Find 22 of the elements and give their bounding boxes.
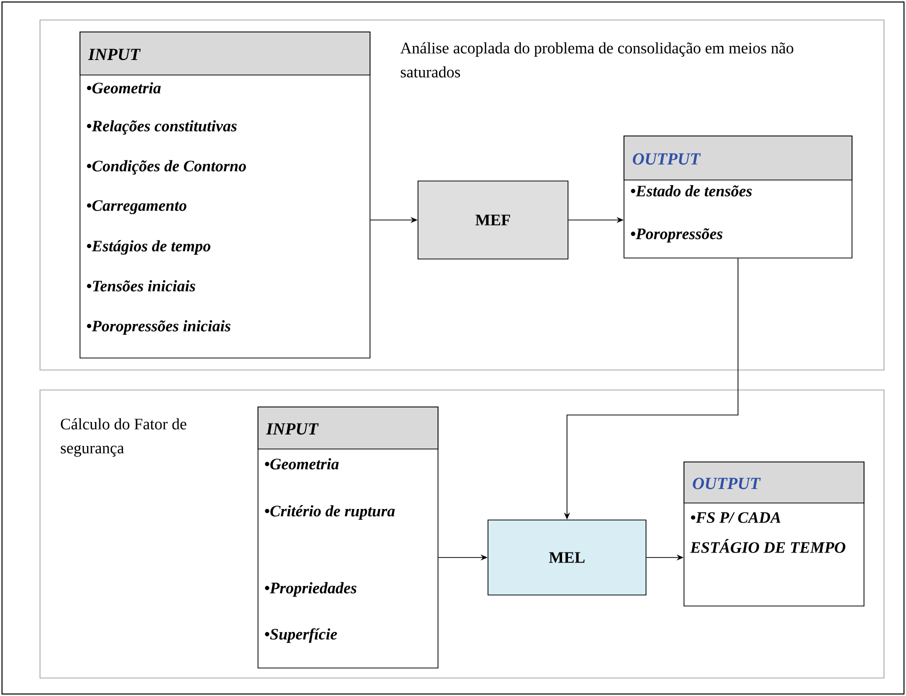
list-item: •Geometria [86, 82, 161, 94]
list-item: •Tensões iniciais [86, 280, 196, 292]
panel-title: Análise acoplada do problema de consolidação em meios não saturados [400, 42, 794, 78]
list-item: •Estágios de tempo [86, 240, 210, 255]
panel-title: Cálculo do Fator de segurança [60, 418, 186, 457]
list-item: •FS P/ CADA ESTÁGIO DE TEMPO [690, 512, 846, 553]
list-item: •Carregamento [86, 200, 186, 214]
list-item: •Critério de ruptura [264, 505, 395, 520]
list-item: •Poropressões iniciais [86, 320, 230, 335]
list-item: •Estado de tensões [630, 185, 752, 196]
list-item: •Propriedades [264, 582, 356, 597]
box-header: INPUT [258, 406, 438, 450]
list-item: •Poropressões [630, 228, 722, 242]
box-header: INPUT [80, 32, 370, 76]
list-item: •Relações constitutivas [86, 120, 237, 135]
box-header: OUTPUT [624, 136, 852, 180]
list-item: •Superfície [264, 628, 337, 643]
box-header: OUTPUT [684, 462, 864, 504]
list-item: •Geometria [264, 458, 339, 470]
list-item: •Condições de Contorno [86, 160, 246, 175]
process-box: MEL [488, 520, 646, 596]
process-box: MEF [418, 180, 568, 260]
